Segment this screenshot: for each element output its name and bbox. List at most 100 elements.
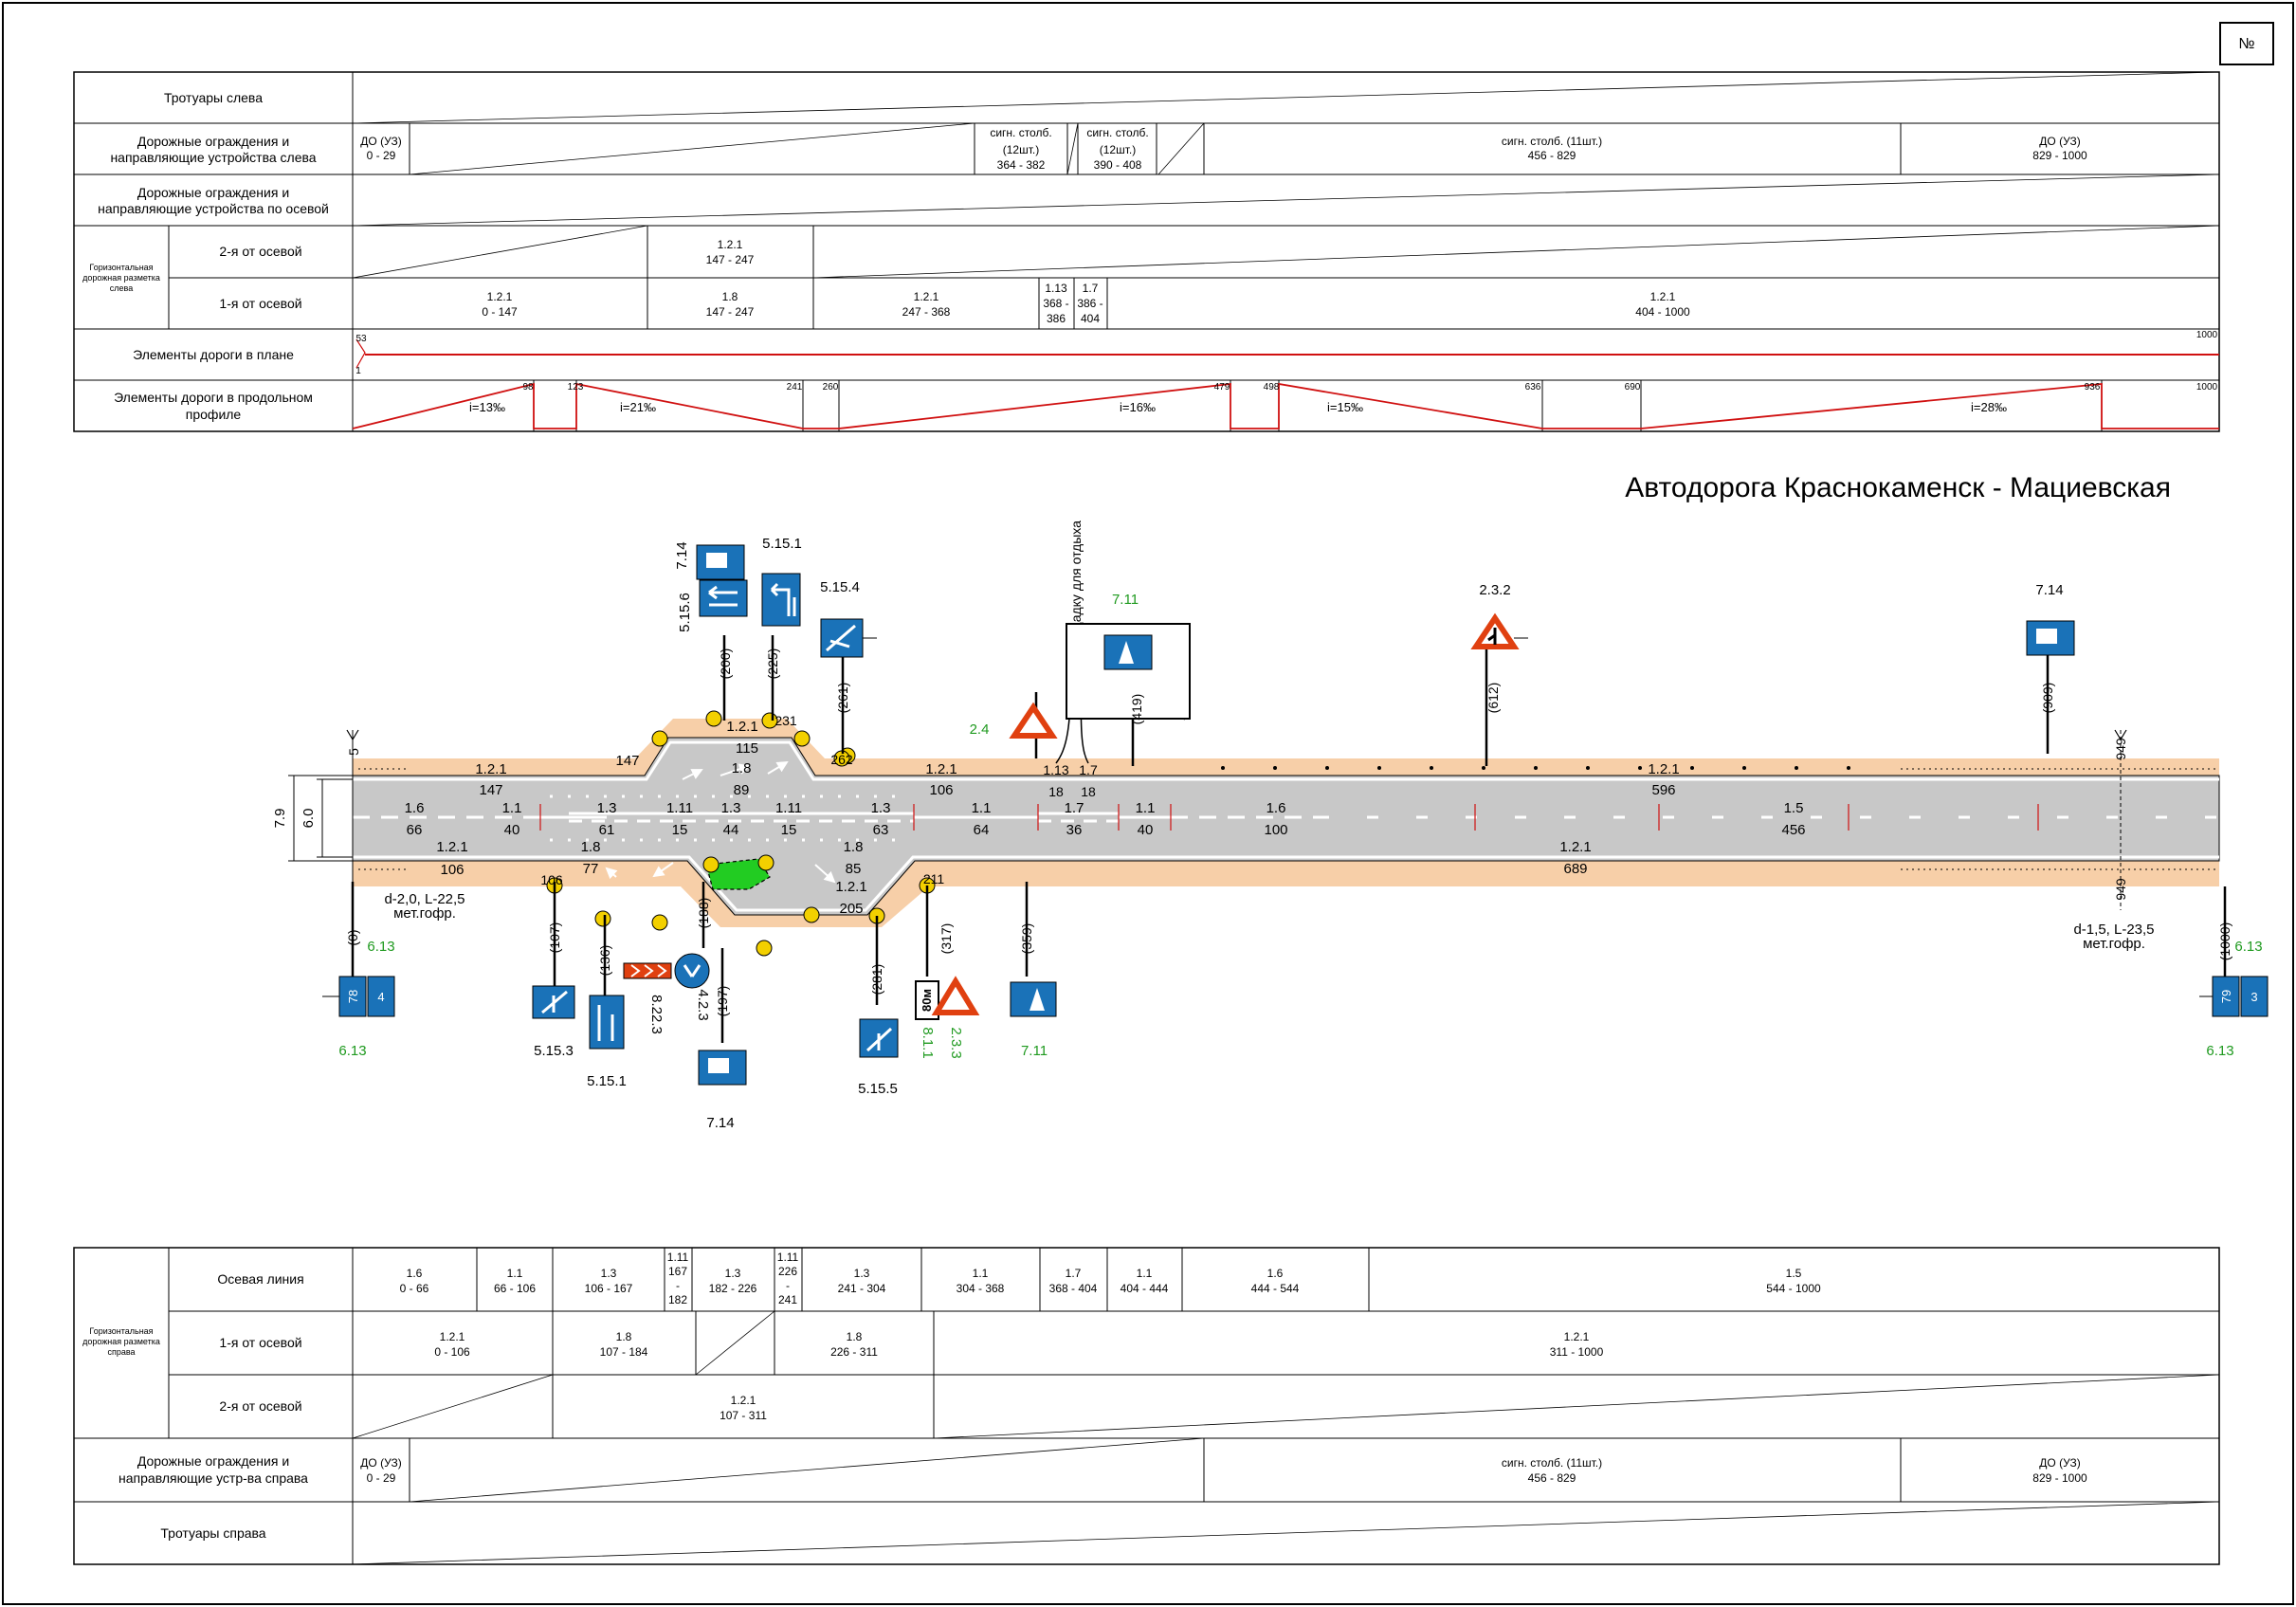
svg-text:1.2.1: 1.2.1 <box>1564 1330 1590 1343</box>
svg-text:479: 479 <box>1214 382 1230 393</box>
svg-text:сигн. столб.: сигн. столб. <box>1086 126 1148 139</box>
svg-text:дорожная разметка: дорожная разметка <box>82 1337 160 1346</box>
sheet-number: № <box>2238 36 2254 52</box>
svg-text:40: 40 <box>504 822 520 838</box>
svg-text:260: 260 <box>823 382 839 393</box>
svg-text:18: 18 <box>1081 784 1096 799</box>
svg-text:1.2.1: 1.2.1 <box>487 290 513 303</box>
svg-text:7.14: 7.14 <box>674 541 690 569</box>
svg-text:182 - 226: 182 - 226 <box>709 1282 757 1295</box>
svg-text:5.15.5: 5.15.5 <box>858 1081 898 1097</box>
svg-text:262: 262 <box>830 752 853 767</box>
svg-text:1.11: 1.11 <box>666 800 693 816</box>
svg-text:98: 98 <box>522 382 534 393</box>
svg-text:(12шт.): (12шт.) <box>1100 143 1136 156</box>
road-signs: 78 4 79 3 80м <box>322 544 2269 1086</box>
svg-text:0 - 106: 0 - 106 <box>434 1345 470 1359</box>
svg-text:7.14: 7.14 <box>706 1115 734 1131</box>
svg-text:1.1: 1.1 <box>507 1267 523 1280</box>
svg-text:1.13: 1.13 <box>1043 762 1068 777</box>
svg-text:1.1: 1.1 <box>972 800 992 816</box>
svg-text:(317): (317) <box>938 923 954 955</box>
svg-text:Элементы дороги в продольном: Элементы дороги в продольном <box>114 390 313 405</box>
svg-text:66 - 106: 66 - 106 <box>494 1282 536 1295</box>
svg-text:направляющие устр-ва справа: направляющие устр-ва справа <box>118 1470 308 1486</box>
svg-text:1.3: 1.3 <box>871 800 891 816</box>
svg-text:63: 63 <box>873 822 889 838</box>
tree-icon <box>1119 641 1134 664</box>
svg-text:247 - 368: 247 - 368 <box>902 305 951 319</box>
svg-text:1.8: 1.8 <box>616 1330 632 1343</box>
svg-text:241: 241 <box>778 1293 797 1306</box>
svg-text:направляющие устройства слева: направляющие устройства слева <box>110 150 316 165</box>
svg-text:1: 1 <box>355 366 361 376</box>
svg-text:1.2.1: 1.2.1 <box>914 290 939 303</box>
svg-text:i=13‰: i=13‰ <box>469 400 505 414</box>
svg-text:147: 147 <box>615 753 639 769</box>
svg-text:6.13: 6.13 <box>338 1043 366 1059</box>
road-labels: 7.9 6.0 1.2.1 147 147 1.2.1 115 1.8 89 1… <box>272 520 2155 952</box>
svg-text:1.5: 1.5 <box>1786 1267 1802 1280</box>
svg-text:1.7: 1.7 <box>1079 762 1098 777</box>
svg-text:(419): (419) <box>1129 694 1144 725</box>
svg-text:(261): (261) <box>835 683 850 714</box>
svg-text:85: 85 <box>846 861 862 877</box>
svg-text:211: 211 <box>923 871 945 886</box>
svg-text:профиле: профиле <box>186 407 242 422</box>
svg-text:1.2.1: 1.2.1 <box>1648 761 1679 777</box>
svg-text:(107): (107) <box>547 922 562 954</box>
svg-text:2.3.3: 2.3.3 <box>948 1027 964 1058</box>
svg-text:364 - 382: 364 - 382 <box>997 158 1046 172</box>
svg-text:107 - 311: 107 - 311 <box>720 1409 767 1422</box>
svg-text:1.8: 1.8 <box>847 1330 863 1343</box>
svg-text:-: - <box>676 1279 680 1292</box>
svg-text:i=15‰: i=15‰ <box>1327 400 1363 414</box>
svg-text:2.3.2: 2.3.2 <box>1479 582 1510 598</box>
svg-text:66: 66 <box>407 822 423 838</box>
svg-text:5.15.1: 5.15.1 <box>587 1073 627 1089</box>
svg-text:5.15.3: 5.15.3 <box>534 1043 574 1059</box>
svg-text:мет.гофр.: мет.гофр. <box>2083 936 2145 952</box>
sign-positions: (200) (225) (261) (419) (612) (909) (0) … <box>345 648 2232 1017</box>
svg-text:1.3: 1.3 <box>597 800 617 816</box>
svg-text:8.1.1: 8.1.1 <box>920 1027 936 1058</box>
svg-text:404 - 1000: 404 - 1000 <box>1635 305 1690 319</box>
svg-text:1.2.1: 1.2.1 <box>440 1330 465 1343</box>
svg-text:(0): (0) <box>345 929 360 945</box>
svg-text:ДО (УЗ): ДО (УЗ) <box>360 135 401 148</box>
svg-text:6.13: 6.13 <box>2206 1043 2233 1059</box>
svg-text:d-1,5, L-23,5: d-1,5, L-23,5 <box>2073 922 2154 938</box>
top-table-labels: Тротуары слева Дорожные ограждения и нап… <box>82 90 2217 422</box>
traffic-island <box>705 858 771 890</box>
svg-text:1.2.1: 1.2.1 <box>1650 290 1676 303</box>
svg-text:0 - 29: 0 - 29 <box>367 1471 396 1485</box>
axis-marking-labels: 1.6 66 1.1 40 1.3 61 1.11 15 1.3 44 1.11… <box>405 800 1806 838</box>
svg-text:(136): (136) <box>597 945 612 977</box>
sign-7-14-bus-stop-right <box>2026 620 2075 656</box>
svg-text:1.2.1: 1.2.1 <box>925 761 957 777</box>
svg-text:205: 205 <box>839 901 863 917</box>
svg-text:дорожная разметка: дорожная разметка <box>82 273 160 283</box>
svg-text:949: 949 <box>2113 878 2128 901</box>
svg-text:544 - 1000: 544 - 1000 <box>1766 1282 1821 1295</box>
svg-text:Тротуары справа: Тротуары справа <box>160 1525 265 1541</box>
svg-text:226: 226 <box>778 1265 797 1278</box>
svg-text:1-я от осевой: 1-я от осевой <box>219 296 301 311</box>
svg-text:40: 40 <box>1138 822 1154 838</box>
svg-text:(200): (200) <box>718 648 733 680</box>
svg-text:1.8: 1.8 <box>844 839 864 855</box>
svg-text:(281): (281) <box>869 964 884 995</box>
svg-text:167: 167 <box>668 1265 687 1278</box>
svg-text:5.15.6: 5.15.6 <box>677 593 693 632</box>
svg-text:1.6: 1.6 <box>1267 1267 1284 1280</box>
svg-text:(1000): (1000) <box>2217 922 2232 960</box>
svg-text:1.2.1: 1.2.1 <box>1559 839 1591 855</box>
svg-text:ДО (УЗ): ДО (УЗ) <box>2039 1456 2080 1470</box>
svg-text:1.11: 1.11 <box>777 1251 799 1264</box>
svg-text:368 -: 368 - <box>1043 297 1068 310</box>
svg-text:1.2.1: 1.2.1 <box>718 238 743 251</box>
svg-text:241 - 304: 241 - 304 <box>838 1282 886 1295</box>
svg-text:241: 241 <box>787 382 803 393</box>
svg-text:123: 123 <box>568 382 584 393</box>
